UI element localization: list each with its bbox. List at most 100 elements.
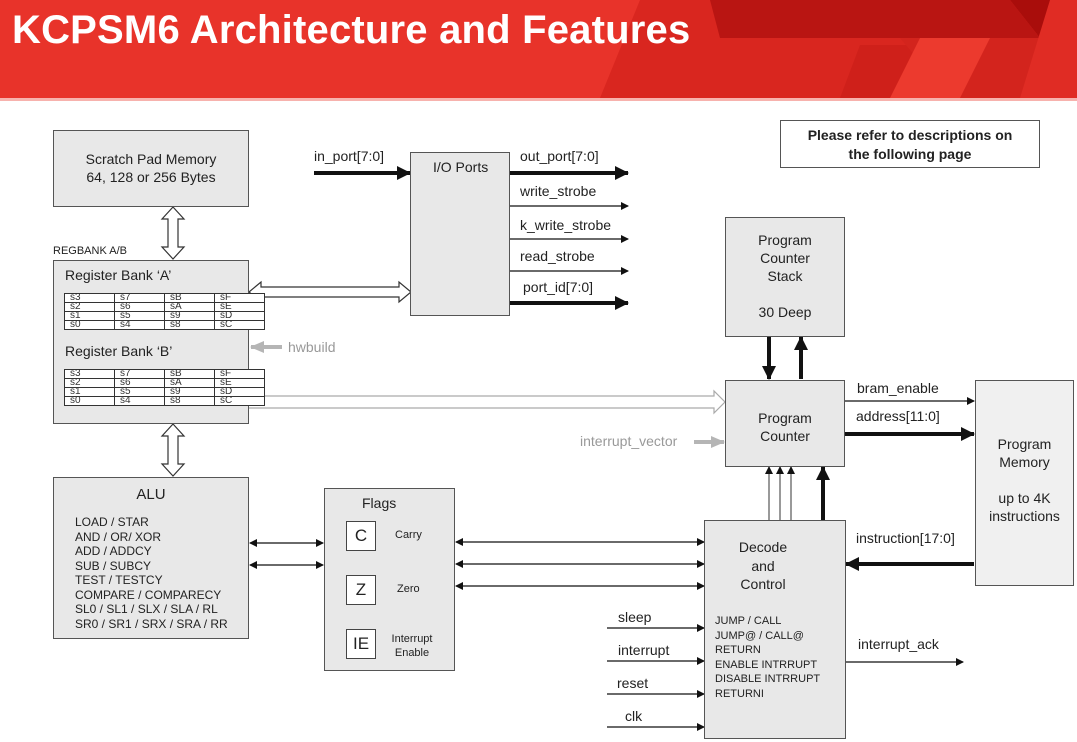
alu-instruction: COMPARE / COMPARECY [75,587,222,602]
pc-stack-line-3: Stack [767,268,803,284]
interrupt-enable-label-1: Interrupt [391,633,433,645]
io-ports-block [410,152,510,316]
write-strobe-label: write_strobe [520,183,597,199]
header-decoration [600,0,1077,98]
zero-label: Zero [397,583,420,595]
header-divider [0,98,1077,101]
port-id-label: port_id[7:0] [523,279,594,295]
scratchpad-regbank-bus [160,206,186,260]
instruction-label: instruction[17:0] [856,530,955,546]
register-cell: s0 [64,320,115,330]
interrupt-vector-label: interrupt_vector [580,433,678,449]
program-memory-block: Program Memory up to 4K instructions [975,380,1074,586]
regbank-io-bus [248,280,412,304]
program-memory-line-1: Program [997,436,1052,452]
k-write-strobe-label: k_write_strobe [520,217,612,233]
flags-block [324,488,455,671]
register-cell: sC [214,320,265,330]
program-counter-block: Program Counter [725,380,845,467]
register-cell: s0 [64,396,115,406]
decode-instruction: DISABLE INTRRUPT [715,673,821,685]
note-box: Please refer to descriptions on the foll… [780,120,1040,168]
decode-title-line-1: Decode [738,539,788,555]
decode-instruction: JUMP@ / CALL@ [715,629,804,642]
carry-label: Carry [395,529,422,541]
register-cell: s8 [164,320,215,330]
carry-flag: C [346,521,376,551]
address-label: address[11:0] [856,408,940,424]
zero-flag: Z [346,575,376,605]
interrupt-ack-label: interrupt_ack [858,636,939,652]
regbank-label: REGBANK A/B [53,245,127,257]
program-memory-size: up to 4K [998,490,1051,506]
scratch-pad-memory-block: Scratch Pad Memory 64, 128 or 256 Bytes [53,130,249,207]
interrupt-enable-label-2: Enable [394,647,430,659]
program-counter-line-2: Counter [760,428,810,444]
register-cell: sC [214,396,265,406]
pc-stack-line-2: Counter [760,250,810,266]
read-strobe-label: read_strobe [520,248,595,264]
decode-title-line-2: and [751,557,775,574]
hwbuild-label: hwbuild [288,339,336,355]
page-title: KCPSM6 Architecture and Features [12,8,691,52]
decode-instruction: RETURN [715,644,761,656]
decode-title-line-3: Control [740,576,786,592]
io-ports-title: I/O Ports [433,159,489,175]
register-cell: s8 [164,396,215,406]
reset-label: reset [617,675,649,691]
scratch-pad-size: 64, 128 or 256 Bytes [86,169,216,185]
decode-title: Decode and Control [725,538,801,594]
decode-control-block [704,520,846,739]
program-memory-size-unit: instructions [989,508,1060,524]
program-counter-line-1: Program [758,410,812,426]
alu-instruction: SL0 / SL1 / SLX / SLA / RL [75,602,218,616]
interrupt-enable-flag: IE [346,629,376,659]
note-line-2: the following page [848,146,972,162]
register-bank-b-title: Register Bank ‘B’ [65,343,173,359]
alu-instruction: LOAD / STAR [75,515,149,529]
decode-instruction: JUMP / CALL [715,615,782,627]
regbank-alu-bus [160,423,186,477]
alu-title: ALU [136,486,166,503]
register-bank-a-title: Register Bank ‘A’ [65,267,172,283]
note-line-1: Please refer to descriptions on [807,127,1013,143]
flags-title: Flags [362,495,397,511]
header-banner: KCPSM6 Architecture and Features [0,0,1077,98]
interrupt-label: interrupt [618,642,670,658]
alu-instruction: TEST / TESTCY [75,573,163,587]
bram-enable-label: bram_enable [857,380,939,396]
interrupt-enable-label: Interrupt Enable [386,632,438,660]
decode-instruction: RETURNI [715,687,764,700]
pc-stack-line-1: Program [758,232,812,248]
alu-block [53,477,249,639]
decode-instruction: ENABLE INTRRUPT [715,658,818,671]
pc-stack-depth: 30 Deep [758,304,812,320]
register-cell: s4 [114,396,165,406]
alu-instruction: ADD / ADDCY [75,544,152,558]
program-memory-line-2: Memory [999,454,1050,470]
out-port-label: out_port[7:0] [520,148,599,164]
alu-instruction: AND / OR/ XOR [75,529,162,544]
program-counter-stack-block: Program Counter Stack 30 Deep [725,217,845,337]
regbank-pc-bus [249,389,726,415]
scratch-pad-title: Scratch Pad Memory [85,151,217,167]
clk-label: clk [625,708,643,724]
decode-instruction-list: JUMP / CALL JUMP@ / CALL@ RETURN ENABLE INT… [715,614,820,701]
in-port-label: in_port[7:0] [314,148,385,164]
alu-instruction: SUB / SUBCY [75,558,152,573]
register-cell: s4 [114,320,165,330]
sleep-label: sleep [618,609,652,625]
alu-instruction: SR0 / SR1 / SRX / SRA / RR [75,616,228,631]
